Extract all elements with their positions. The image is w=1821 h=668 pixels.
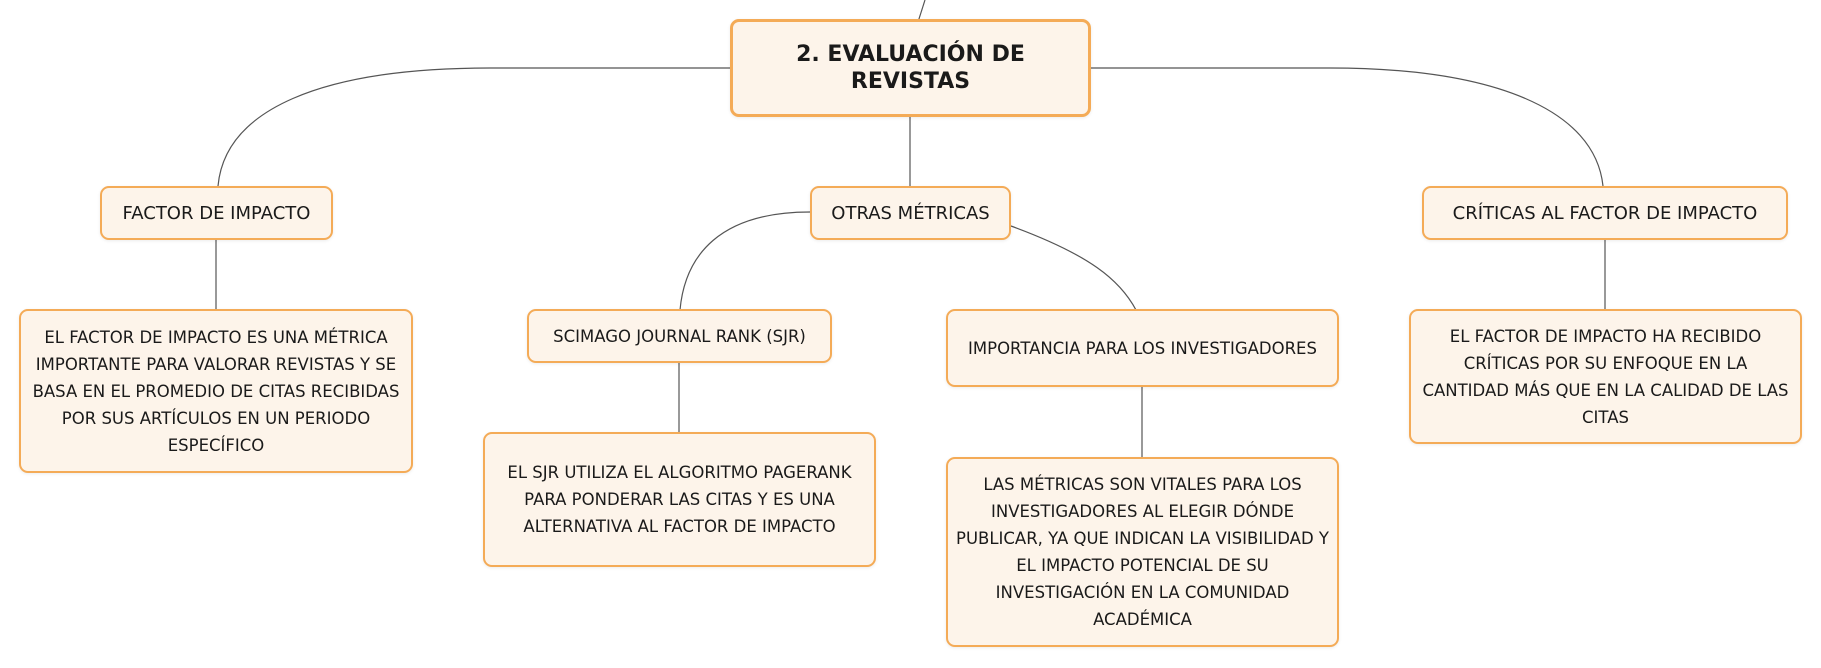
node-root[interactable]: 2. EVALUACIÓN DE REVISTAS [730,19,1091,117]
connector-root-factor [217,67,730,187]
connector-root-criticas [1091,67,1604,187]
node-importancia-investigadores[interactable]: IMPORTANCIA PARA LOS INVESTIGADORES [946,309,1339,387]
node-criticas-factor-impacto[interactable]: CRÍTICAS AL FACTOR DE IMPACTO [1422,186,1788,240]
connector-otras-sjr [679,211,811,311]
node-criticas-description[interactable]: EL FACTOR DE IMPACTO HA RECIBIDO CRÍTICA… [1409,309,1802,444]
node-otras-metricas[interactable]: OTRAS MÉTRICAS [810,186,1011,240]
connector-otras-importancia [1010,225,1137,311]
node-factor-description[interactable]: EL FACTOR DE IMPACTO ES UNA MÉTRICA IMPO… [19,309,413,473]
node-importancia-description[interactable]: LAS MÉTRICAS SON VITALES PARA LOS INVEST… [946,457,1339,647]
node-factor-de-impacto[interactable]: FACTOR DE IMPACTO [100,186,333,240]
node-scimago-sjr[interactable]: SCIMAGO JOURNAL RANK (SJR) [527,309,832,363]
node-sjr-description[interactable]: EL SJR UTILIZA EL ALGORITMO PAGERANK PAR… [483,432,876,567]
